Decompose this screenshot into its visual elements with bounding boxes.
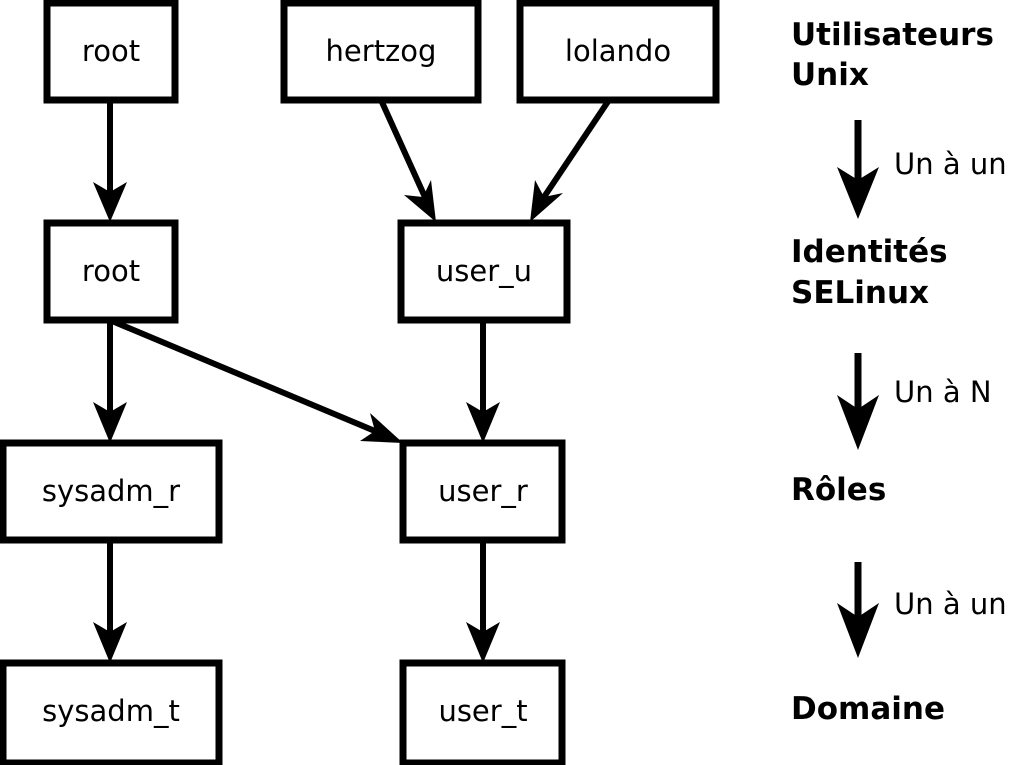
legend-level-title-line2: Unix — [791, 57, 869, 93]
node-label: sysadm_r — [42, 474, 180, 508]
node-label: user_t — [438, 694, 527, 728]
node-selinux-user-u[interactable]: user_u — [397, 219, 571, 324]
node-label: lolando — [565, 34, 671, 68]
legend-arrow-un-a-un-2: Un à un — [837, 562, 1007, 658]
edge-unix-root-to-selinux-root — [93, 100, 127, 222]
node-role-user-r[interactable]: user_r — [399, 439, 566, 544]
edge-selinux-root-to-sysadm-r — [93, 320, 127, 443]
legend-level-identity: Identités SELinux — [791, 234, 948, 311]
legend-arrow-label: Un à N — [894, 375, 992, 409]
edge-selinux-root-to-user-r — [110, 318, 403, 443]
edge-lolando-to-user-u — [530, 98, 612, 222]
legend-level-title-line1: Domaine — [791, 691, 945, 727]
legend-level-title-line1: Identités — [791, 234, 948, 270]
legend-arrow-un-a-n: Un à N — [837, 353, 992, 450]
node-label: hertzog — [326, 34, 437, 68]
edge-user-u-to-user-r — [466, 320, 500, 443]
node-label: sysadm_t — [42, 694, 180, 728]
node-label: root — [82, 254, 140, 288]
node-role-sysadm-r[interactable]: sysadm_r — [0, 439, 223, 544]
node-unix-hertzog[interactable]: hertzog — [280, 0, 482, 104]
legend-level-domain: Domaine — [791, 691, 945, 727]
edge-sysadm-r-to-sysadm-t — [93, 540, 127, 663]
legend-level-title-line1: Utilisateurs — [791, 17, 994, 53]
legend-arrow-label: Un à un — [894, 587, 1007, 621]
node-selinux-root[interactable]: root — [43, 219, 179, 324]
legend-level-roles: Rôles — [791, 472, 886, 508]
node-label: user_u — [436, 254, 532, 288]
legend-level-unix: Utilisateurs Unix — [791, 17, 994, 93]
node-label: root — [82, 34, 140, 68]
edge-hertzog-to-user-u — [378, 98, 436, 222]
node-domain-sysadm-t[interactable]: sysadm_t — [0, 659, 223, 765]
legend-arrow-label: Un à un — [894, 147, 1007, 181]
legend-level-title-line1: Rôles — [791, 472, 886, 508]
node-unix-lolando[interactable]: lolando — [516, 0, 720, 104]
legend-level-title-line2: SELinux — [791, 275, 929, 311]
node-domain-user-t[interactable]: user_t — [399, 659, 566, 765]
legend-arrow-un-a-un-1: Un à un — [837, 120, 1007, 219]
node-label: user_r — [438, 474, 528, 508]
edge-user-r-to-user-t — [466, 540, 500, 663]
node-unix-root[interactable]: root — [43, 0, 179, 104]
